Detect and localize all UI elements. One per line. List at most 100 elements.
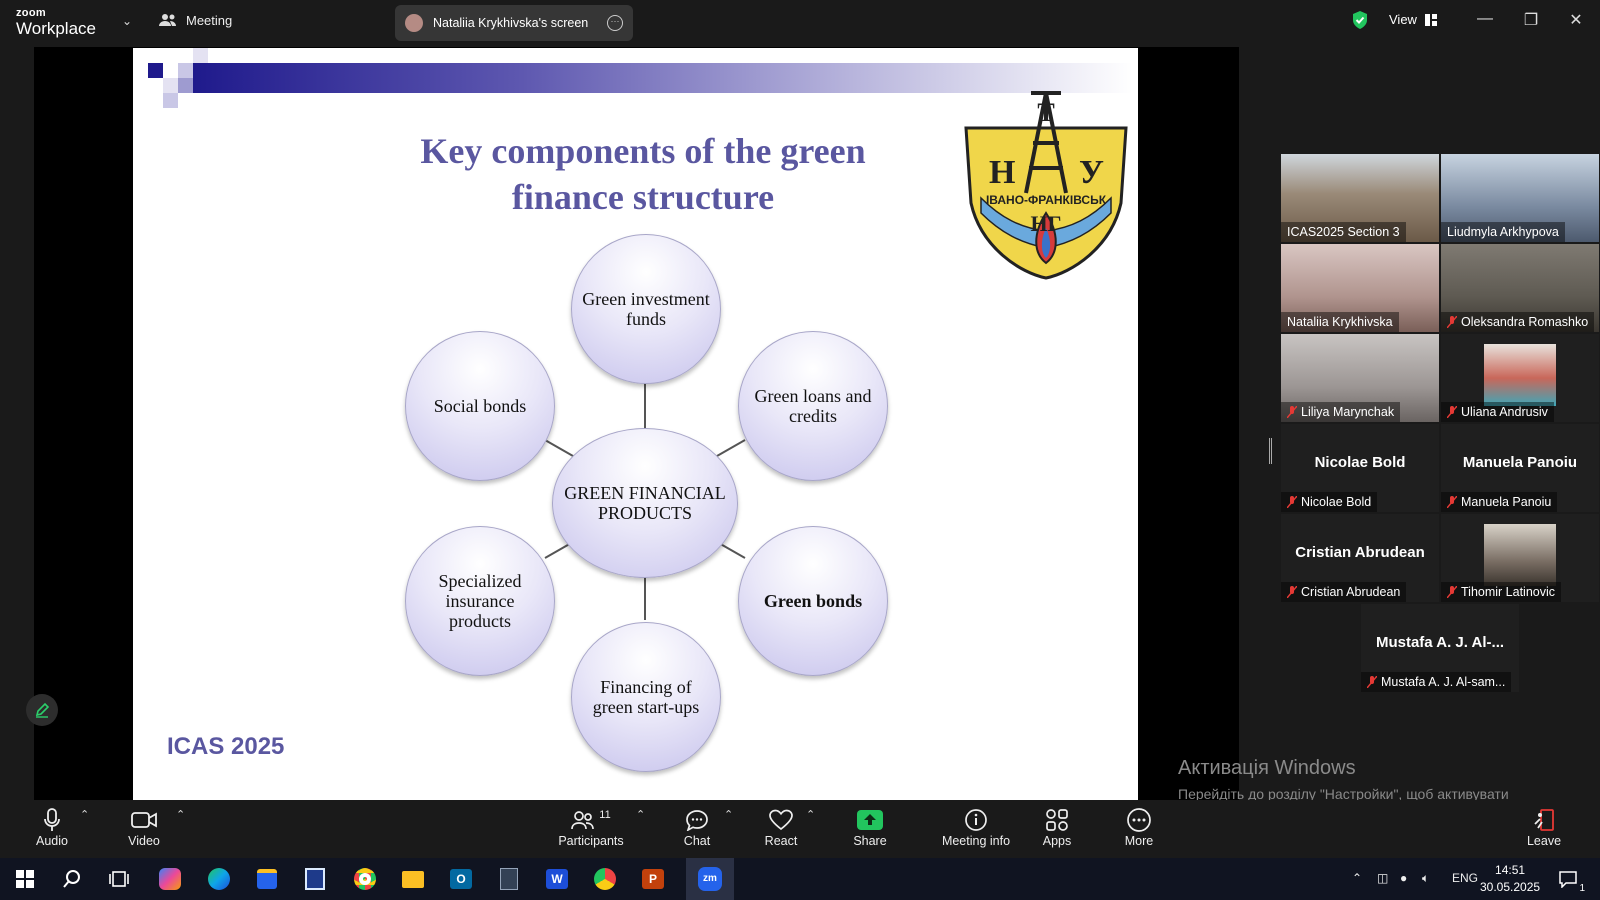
participant-tile[interactable]: Liudmyla Arkhypova: [1441, 154, 1599, 242]
presentation-slide: Key components of the green finance stru…: [133, 48, 1138, 800]
chevron-up-icon[interactable]: ⌃: [176, 809, 186, 821]
screen-share-indicator[interactable]: Nataliia Krykhivska's screen ···: [395, 5, 633, 41]
chevron-up-icon[interactable]: ⌃: [636, 809, 646, 821]
minimize-icon[interactable]: —: [1477, 10, 1493, 27]
mic-muted-icon: [1447, 406, 1457, 418]
microphone-tray-icon[interactable]: ●: [1400, 871, 1408, 885]
react-button[interactable]: React: [738, 806, 824, 848]
meeting-label: Meeting: [186, 12, 233, 28]
notifications-icon[interactable]: 1: [1553, 864, 1585, 894]
close-icon[interactable]: ✕: [1569, 12, 1583, 29]
participants-button[interactable]: 11 Participants: [548, 806, 634, 848]
apps-button[interactable]: Apps: [1014, 806, 1100, 848]
meeting-button[interactable]: Meeting: [158, 12, 232, 28]
clock-date: 30.05.2025: [1480, 880, 1541, 894]
video-button[interactable]: Video: [101, 806, 187, 848]
restore-icon[interactable]: ❐: [1523, 12, 1539, 29]
volume-icon[interactable]: 🔈︎: [1422, 871, 1430, 885]
participant-name: Mustafa A. J. Al-sam...: [1361, 672, 1512, 692]
more-options-icon[interactable]: ···: [607, 15, 623, 31]
save-app-icon[interactable]: [300, 864, 330, 894]
avatar: [405, 14, 423, 32]
word-icon[interactable]: W: [542, 864, 572, 894]
copilot-icon[interactable]: [155, 864, 185, 894]
search-icon[interactable]: [57, 864, 87, 894]
more-button[interactable]: More: [1096, 806, 1182, 848]
participant-name: Nicolae Bold: [1281, 492, 1378, 512]
participant-name: ICAS2025 Section 3: [1281, 222, 1406, 242]
slide-title: Key components of the green finance stru…: [420, 131, 866, 217]
chat-button[interactable]: Chat: [654, 806, 740, 848]
camera-tray-icon[interactable]: ◫: [1377, 871, 1389, 885]
video-label: Video: [128, 834, 160, 848]
participant-tile-active-speaker[interactable]: Nataliia Krykhivska: [1281, 244, 1439, 332]
react-label: React: [764, 834, 798, 848]
windows-taskbar: O W P zm ⌃ ◫ ● 🔈︎ ENG 14:51 30.05.2025 1: [0, 858, 1600, 900]
participant-tile[interactable]: Nicolae Bold Nicolae Bold: [1281, 424, 1439, 512]
chrome-profile-icon[interactable]: [590, 864, 620, 894]
profile-photo: [1484, 524, 1556, 586]
file-explorer-icon[interactable]: [398, 864, 428, 894]
logo-letter: Н: [989, 154, 1015, 191]
audio-label: Audio: [36, 834, 68, 848]
chevron-up-icon[interactable]: ⌃: [80, 809, 90, 821]
meeting-info-button[interactable]: Meeting info: [926, 806, 1026, 848]
participant-name: Tihomir Latinovic: [1441, 582, 1562, 602]
mic-muted-icon: [1287, 406, 1297, 418]
screen-share-label: Nataliia Krykhivska's screen: [433, 16, 589, 30]
participant-tile[interactable]: Uliana Andrusiv: [1441, 334, 1599, 422]
chevron-down-icon[interactable]: ⌄: [122, 14, 133, 28]
store-icon[interactable]: [252, 864, 282, 894]
decor-square: [178, 78, 193, 93]
windows-start-icon[interactable]: [10, 864, 40, 894]
outlook-icon[interactable]: O: [446, 864, 476, 894]
heart-icon: [769, 809, 793, 831]
notification-count: 1: [1579, 883, 1585, 894]
chrome-icon[interactable]: [350, 864, 380, 894]
chevron-up-icon[interactable]: ⌃: [724, 809, 734, 821]
participant-tile[interactable]: Liliya Marynchak: [1281, 334, 1439, 422]
participants-label: Participants: [558, 834, 624, 848]
task-view-icon[interactable]: [104, 864, 134, 894]
calculator-icon[interactable]: [494, 864, 524, 894]
logo-letter: НГ: [1030, 211, 1061, 236]
decor-square: [148, 78, 163, 93]
zoom-logo: zoom Workplace: [16, 8, 96, 38]
language-indicator[interactable]: ENG: [1452, 871, 1479, 885]
audio-button[interactable]: Audio: [9, 806, 95, 848]
annotate-button[interactable]: [26, 694, 58, 726]
microphone-icon: [44, 808, 60, 831]
chevron-up-icon[interactable]: ⌃: [806, 809, 816, 821]
grid-view-icon: [1424, 13, 1437, 26]
leave-button[interactable]: Leave: [1509, 806, 1579, 848]
participant-display-name: Mustafa A. J. Al-...: [1375, 634, 1505, 651]
share-button[interactable]: Share: [827, 806, 913, 848]
node-green-loans: Green loans and credits: [738, 331, 888, 481]
view-button[interactable]: View: [1389, 12, 1437, 27]
mic-muted-icon: [1447, 586, 1457, 598]
participant-tile[interactable]: Manuela Panoiu Manuela Panoiu: [1441, 424, 1599, 512]
decor-square: [193, 48, 208, 63]
gallery-resize-handle[interactable]: [1269, 438, 1272, 464]
security-shield-icon[interactable]: [1351, 10, 1369, 30]
participant-tile[interactable]: Cristian Abrudean Cristian Abrudean: [1281, 514, 1439, 602]
slide-header-bar: [193, 63, 1133, 93]
profile-photo: [1484, 344, 1556, 406]
chevron-up-icon[interactable]: ⌃: [1352, 871, 1363, 885]
participant-tile[interactable]: Mustafa A. J. Al-... Mustafa A. J. Al-sa…: [1361, 604, 1519, 692]
zoom-app-icon[interactable]: zm: [695, 864, 725, 894]
participant-display-name: Cristian Abrudean: [1295, 544, 1425, 561]
participant-tile[interactable]: Oleksandra Romashko: [1441, 244, 1599, 332]
node-social-bonds: Social bonds: [405, 331, 555, 481]
node-financing-startups: Financing of green start-ups: [571, 622, 721, 772]
participant-name: Liliya Marynchak: [1281, 402, 1401, 422]
brand-line2: Workplace: [16, 19, 96, 38]
participant-tile[interactable]: ICAS2025 Section 3: [1281, 154, 1439, 242]
edge-browser-icon[interactable]: [204, 864, 234, 894]
video-feed: [1441, 154, 1599, 242]
meeting-toolbar: Audio ⌃ Video ⌃ 11 Participants ⌃ Chat ⌃…: [0, 800, 1600, 858]
system-clock[interactable]: 14:51 30.05.2025: [1480, 862, 1540, 896]
participant-tile[interactable]: Tihomir Latinovic: [1441, 514, 1599, 602]
powerpoint-icon[interactable]: P: [638, 864, 668, 894]
participant-name: Oleksandra Romashko: [1441, 312, 1595, 332]
